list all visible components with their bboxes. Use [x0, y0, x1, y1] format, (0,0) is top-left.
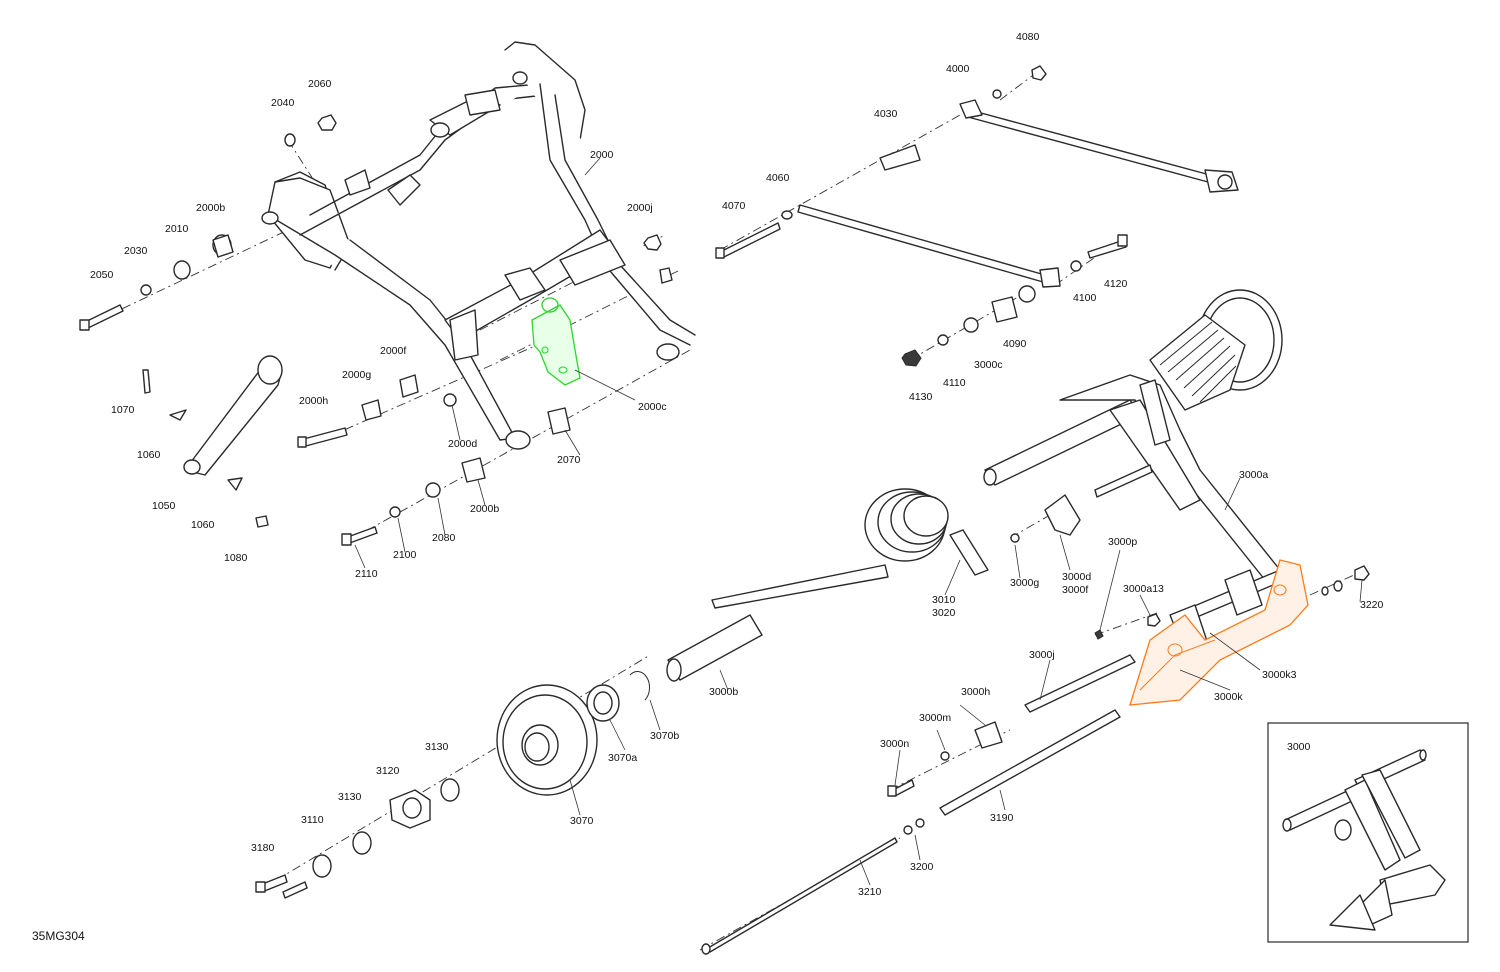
callout-2050: 2050	[90, 269, 114, 281]
callout-1050: 1050	[152, 500, 176, 512]
callout-3000j: 3000j	[1029, 649, 1055, 661]
callout-2000c: 2000c	[638, 401, 667, 413]
callout-2100: 2100	[393, 549, 417, 561]
callout-3000k3: 3000k3	[1262, 669, 1297, 681]
callout-labels: 2060 2040 2000 2000b 2010 2030 2050 2000…	[90, 31, 1384, 898]
callout-1060-a: 1060	[137, 449, 161, 461]
callout-4060: 4060	[766, 172, 790, 184]
idler-wheel-3070	[255, 671, 650, 899]
callout-3130-a: 3130	[425, 741, 449, 753]
plate-3000k-highlight	[1129, 559, 1309, 706]
callout-2000: 2000	[590, 149, 614, 161]
callout-2000g: 2000g	[342, 369, 371, 381]
callout-3190: 3190	[990, 812, 1014, 824]
callout-3000k: 3000k	[1214, 691, 1243, 703]
callout-2000f: 2000f	[380, 345, 406, 357]
inset-view-3000: 3000	[1267, 722, 1469, 943]
callout-3000b: 3000b	[709, 686, 738, 698]
callout-leaders	[354, 157, 1363, 886]
callout-4120: 4120	[1104, 278, 1128, 290]
front-arm-hardware	[79, 114, 673, 546]
callout-4070: 4070	[722, 200, 746, 212]
callout-2060: 2060	[308, 78, 332, 90]
callout-3000d: 3000d	[1062, 571, 1091, 583]
callout-3020: 3020	[932, 607, 956, 619]
callout-3010: 3010	[932, 594, 956, 606]
callout-2070: 2070	[557, 454, 581, 466]
tie-rod-4000	[879, 65, 1239, 193]
callout-3000n: 3000n	[880, 738, 909, 750]
callout-4110: 4110	[943, 377, 966, 389]
callout-3000m: 3000m	[919, 712, 951, 724]
callout-1080: 1080	[224, 552, 248, 564]
callout-3000h: 3000h	[961, 686, 990, 698]
callout-3220: 3220	[1360, 599, 1384, 611]
tie-rod-4060	[715, 204, 1128, 367]
callout-4080: 4080	[1016, 31, 1040, 43]
callout-4000: 4000	[946, 63, 970, 75]
lever-1050	[142, 355, 283, 528]
callout-3000f: 3000f	[1062, 584, 1088, 596]
rear-arm-assembly-3000	[983, 289, 1370, 661]
rear-arm-shafts	[666, 614, 1136, 955]
callout-2000j: 2000j	[627, 202, 653, 214]
callout-2080: 2080	[432, 532, 456, 544]
callout-3200: 3200	[910, 861, 934, 873]
inset-label-3000: 3000	[1287, 741, 1311, 753]
callout-3130-b: 3130	[338, 791, 362, 803]
callout-2000h: 2000h	[299, 395, 328, 407]
front-arm-assembly-2000	[261, 41, 696, 450]
callout-3000a13: 3000a13	[1123, 583, 1164, 595]
callout-4100: 4100	[1073, 292, 1097, 304]
callout-2000d: 2000d	[448, 438, 477, 450]
callout-3180: 3180	[251, 842, 275, 854]
callout-2040: 2040	[271, 97, 295, 109]
callout-3000c: 3000c	[974, 359, 1003, 371]
callout-3110: 3110	[301, 814, 324, 826]
callout-3070: 3070	[570, 815, 594, 827]
callout-3070b: 3070b	[650, 730, 679, 742]
diagram-code: 35MG304	[32, 929, 85, 943]
callout-3000g: 3000g	[1010, 577, 1039, 589]
callout-2110: 2110	[355, 568, 378, 580]
callout-2000b-top: 2000b	[196, 202, 225, 214]
callout-3070a: 3070a	[608, 752, 637, 764]
callout-4030: 4030	[874, 108, 898, 120]
bracket-2000c-highlight	[531, 297, 581, 386]
callout-2010: 2010	[165, 223, 189, 235]
callout-2000b-low: 2000b	[470, 503, 499, 515]
callout-3000p: 3000p	[1108, 536, 1137, 548]
torsion-spring-3010	[711, 488, 989, 609]
callout-4090: 4090	[1003, 338, 1027, 350]
callout-3000a: 3000a	[1239, 469, 1268, 481]
callout-1070: 1070	[111, 404, 135, 416]
callout-2030: 2030	[124, 245, 148, 257]
callout-3120: 3120	[376, 765, 400, 777]
callout-3210: 3210	[858, 886, 882, 898]
callout-4130: 4130	[909, 391, 933, 403]
callout-1060-b: 1060	[191, 519, 215, 531]
